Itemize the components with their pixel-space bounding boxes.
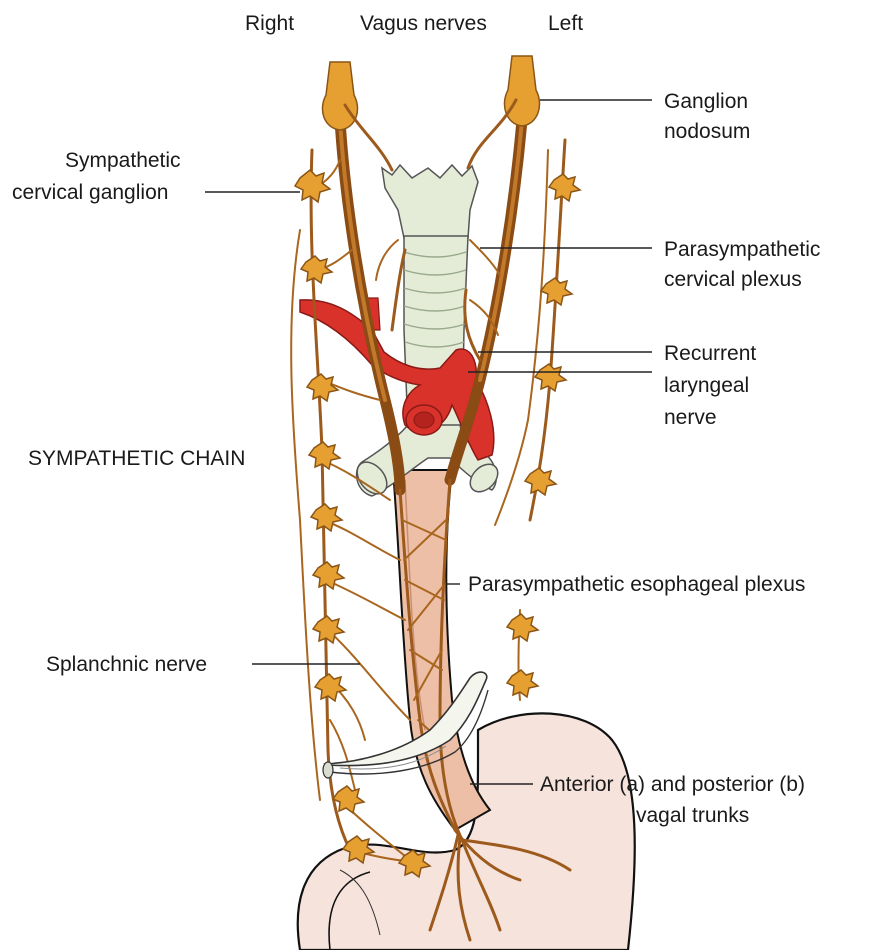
- label-splanchnic-nerve: Splanchnic nerve: [46, 653, 207, 676]
- label-parasympathetic-cervical-plexus-1: Parasympathetic: [664, 238, 820, 261]
- label-sympathetic-chain: SYMPATHETIC CHAIN: [28, 447, 245, 470]
- label-parasympathetic-cervical-plexus-2: cervical plexus: [664, 268, 802, 291]
- label-recurrent-laryngeal-nerve-3: nerve: [664, 406, 717, 429]
- label-ganglion-nodosum-2: nodosum: [664, 120, 750, 143]
- label-vagal-trunks-1: Anterior (a) and posterior (b): [540, 773, 805, 796]
- label-recurrent-laryngeal-nerve-1: Recurrent: [664, 342, 756, 365]
- label-sympathetic-cervical-ganglion-2: cervical ganglion: [12, 181, 168, 204]
- label-recurrent-laryngeal-nerve-2: laryngeal: [664, 374, 749, 397]
- label-vagal-trunks-2: vagal trunks: [636, 804, 749, 827]
- label-vagus-nerves: Vagus nerves: [360, 12, 487, 35]
- label-parasympathetic-esophageal-plexus: Parasympathetic esophageal plexus: [468, 573, 805, 596]
- label-right: Right: [245, 12, 294, 35]
- label-left: Left: [548, 12, 583, 35]
- label-ganglion-nodosum-1: Ganglion: [664, 90, 748, 113]
- stomach: [298, 713, 635, 950]
- label-sympathetic-cervical-ganglion-1: Sympathetic: [65, 149, 181, 172]
